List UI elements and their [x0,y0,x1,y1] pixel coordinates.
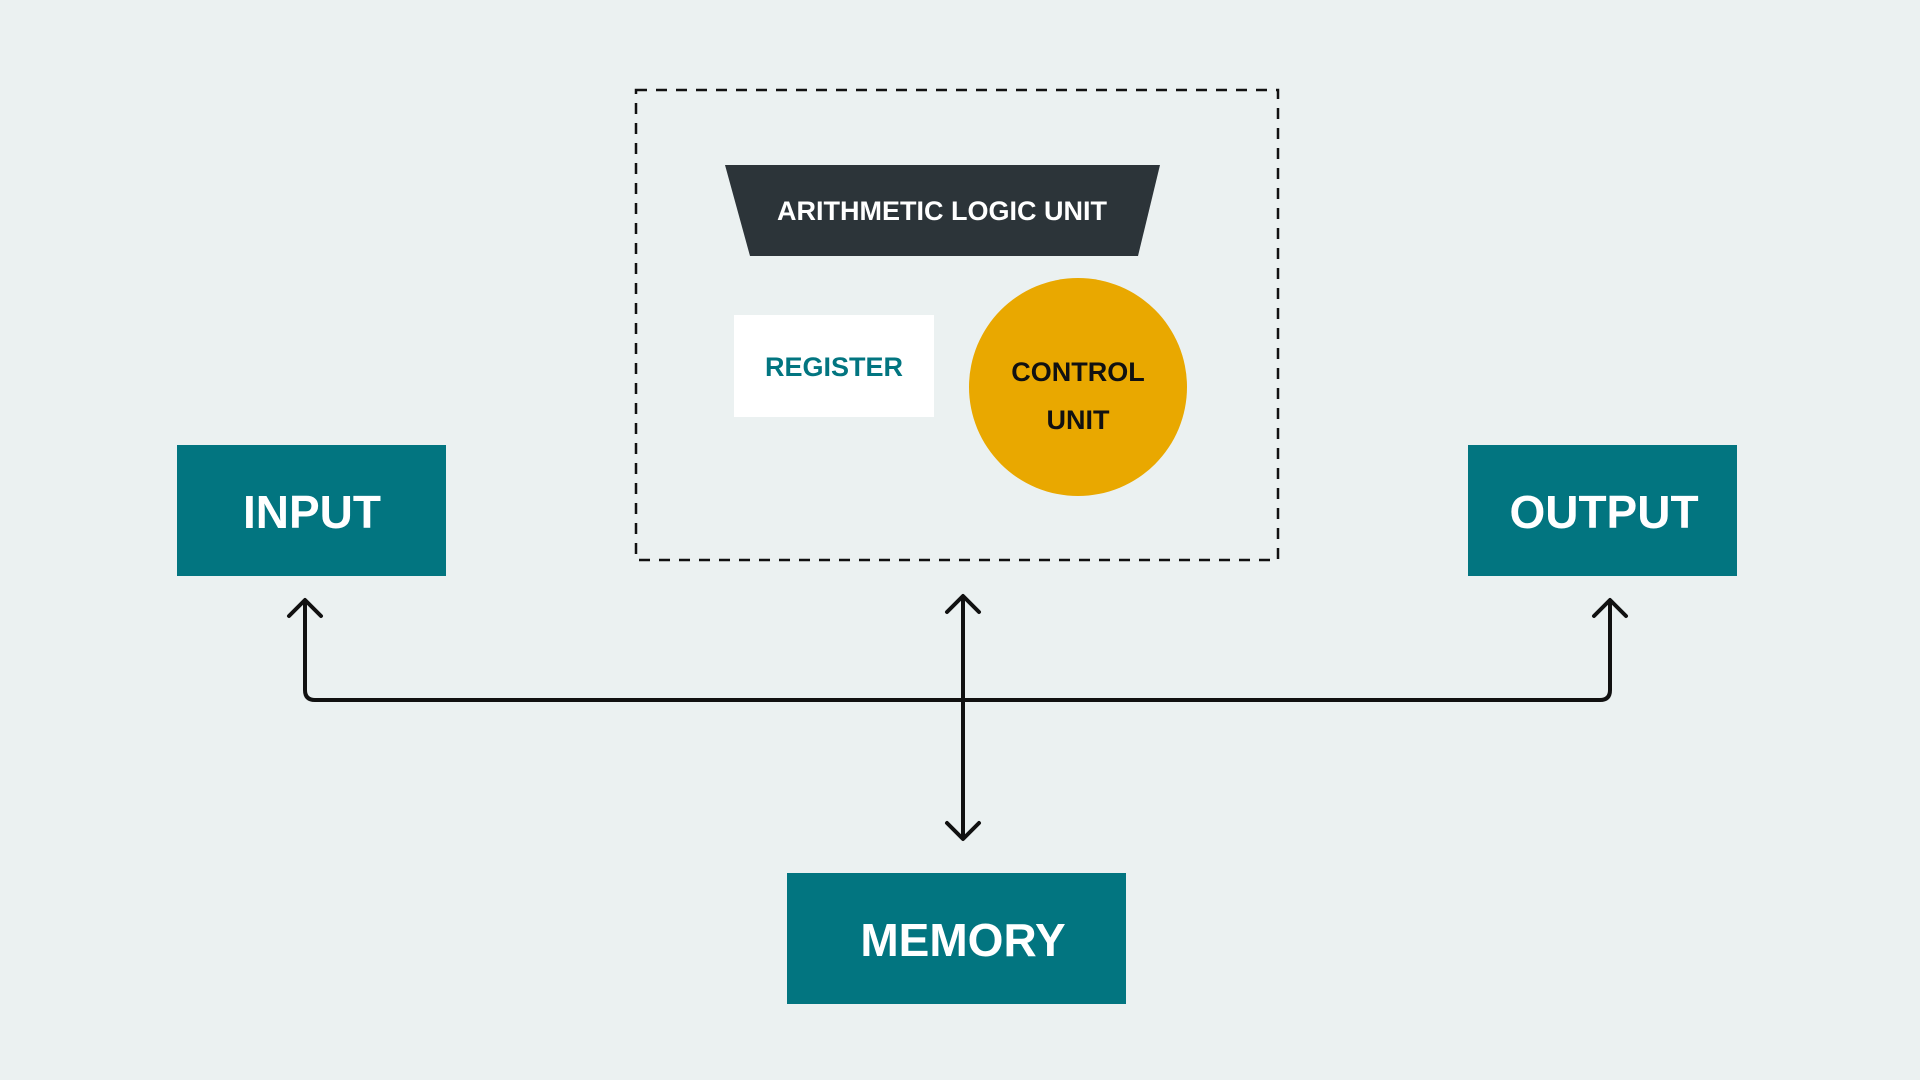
input-label: INPUT [243,486,381,538]
memory-box [787,873,1126,1004]
memory-label: MEMORY [860,914,1065,966]
register-label: REGISTER [765,352,903,382]
control-unit-circle [969,278,1187,496]
input-box [177,445,446,576]
control-unit-label-line2: UNIT [1047,405,1110,435]
arrow-up-output-icon [1592,598,1628,618]
arrow-up-cpu-icon [945,594,981,614]
output-box [1468,445,1737,576]
bus-line [303,600,1612,702]
system-bus [287,594,1628,841]
arrow-up-input-icon [287,598,323,618]
output-label: OUTPUT [1509,486,1698,538]
alu-shape [725,165,1160,256]
control-unit-label-line1: CONTROL [1011,357,1144,387]
register-box [734,315,934,417]
alu-label: ARITHMETIC LOGIC UNIT [777,196,1107,226]
cpu-boundary [634,88,1280,562]
arrow-down-memory-icon [945,821,981,841]
